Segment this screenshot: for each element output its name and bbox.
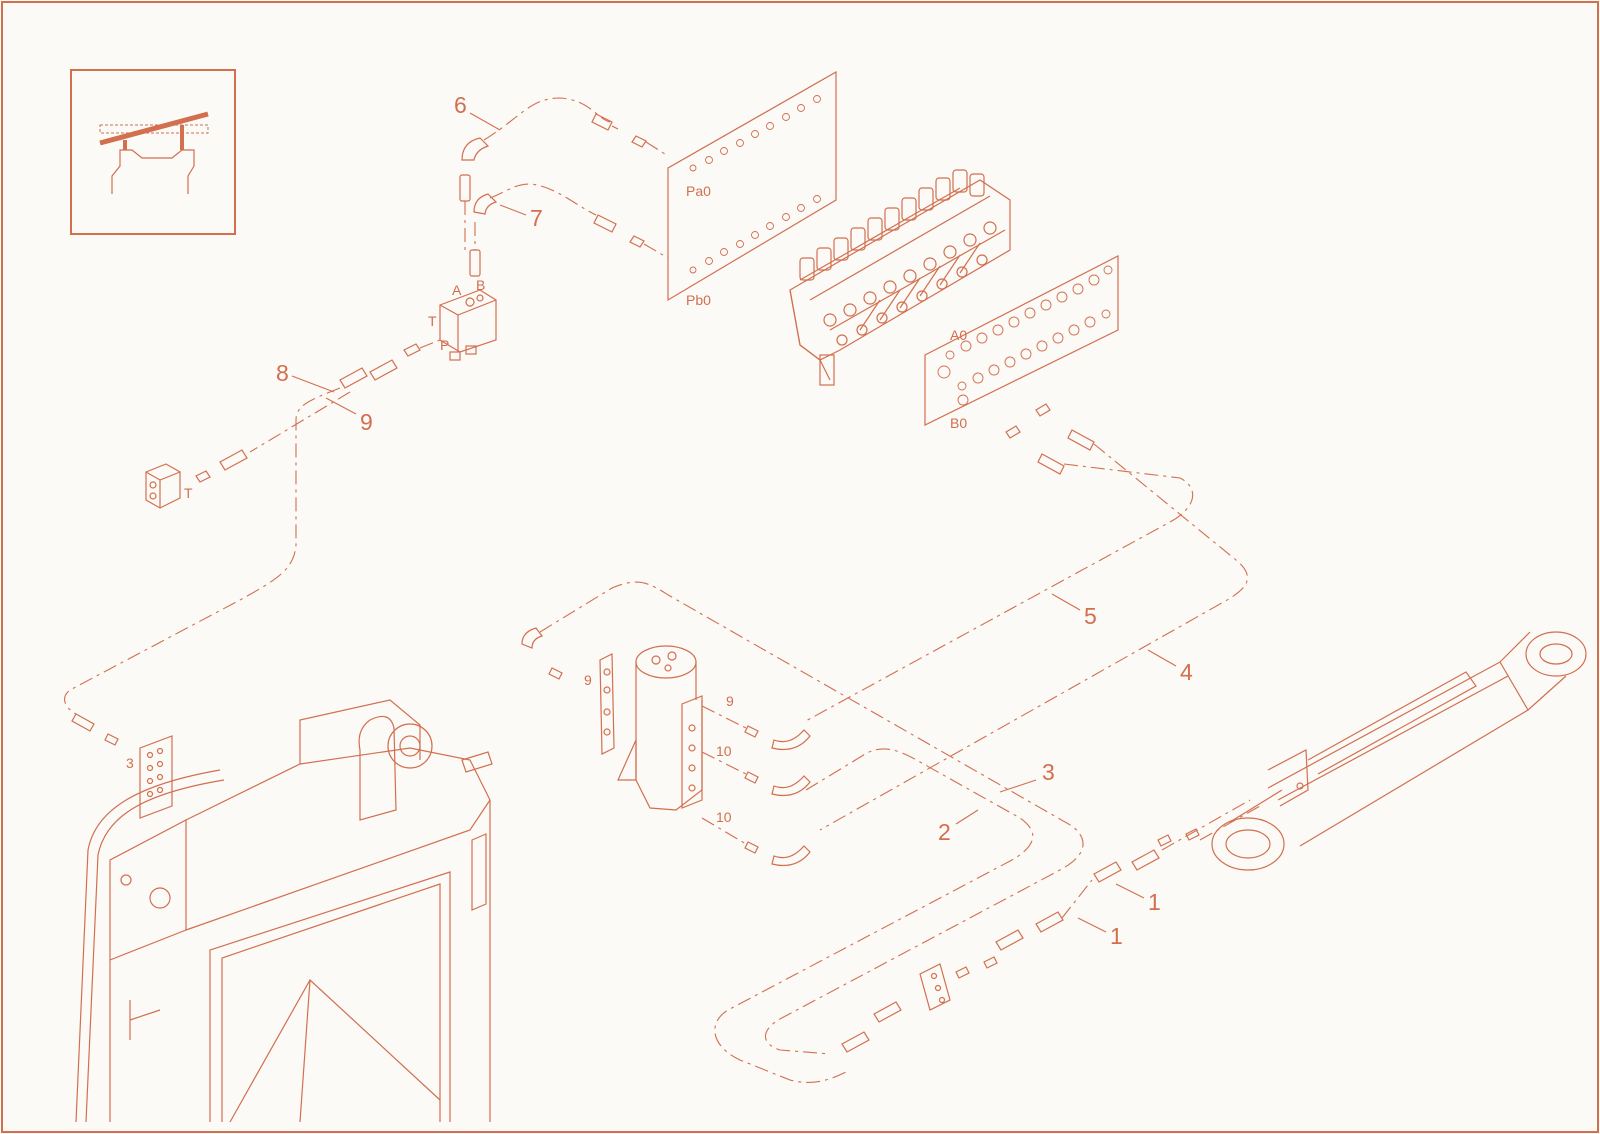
label-plate-3: 3	[126, 755, 134, 771]
label-port-b: B	[476, 277, 485, 293]
control-valve-block	[789, 169, 1011, 386]
label-3: 3	[1042, 759, 1055, 785]
pilot-fittings	[459, 137, 498, 277]
hose-9	[249, 391, 351, 453]
label-1b: 1	[1110, 923, 1123, 949]
machine-frame	[75, 699, 493, 1123]
hose-3	[539, 581, 1084, 1055]
port-plate-3	[71, 713, 173, 819]
label-8: 8	[276, 360, 289, 386]
panel-holes-upper	[689, 95, 821, 274]
label-1a: 1	[1148, 889, 1161, 915]
label-5: 5	[1084, 603, 1097, 629]
label-pb0: Pb0	[686, 292, 711, 308]
machine-arm-icon	[70, 69, 236, 235]
label-a0: A0	[950, 327, 967, 343]
label-9: 9	[360, 409, 373, 435]
hose-7	[489, 183, 597, 216]
label-6: 6	[454, 92, 467, 118]
hose-8	[64, 387, 341, 715]
label-b0: B0	[950, 415, 967, 431]
swivel-joint	[617, 645, 703, 811]
hose-6	[483, 97, 611, 141]
hose-5	[803, 463, 1194, 723]
label-plate-9: 9	[584, 672, 592, 688]
label-4: 4	[1180, 659, 1193, 685]
hose-8-9-fittings	[195, 339, 441, 483]
lower-bracket-fittings	[841, 799, 1261, 1053]
port-plate-9	[521, 627, 615, 755]
hose-2	[714, 748, 1034, 1083]
label-2: 2	[938, 819, 951, 845]
swivel-elbows	[701, 705, 811, 867]
label-port-t: T	[428, 313, 437, 329]
hydraulic-cylinder	[1211, 631, 1587, 871]
label-swivel-9: 9	[726, 693, 734, 709]
label-swivel-10b: 10	[716, 809, 732, 825]
hose-4	[819, 443, 1248, 831]
label-port-p: P	[440, 337, 449, 353]
label-pa0: Pa0	[686, 183, 711, 199]
label-7: 7	[530, 205, 543, 231]
label-port-a: A	[452, 282, 462, 298]
port-panel-pa0-pb0	[667, 70, 837, 302]
label-tank-t: T	[184, 485, 193, 501]
label-swivel-10a: 10	[716, 743, 732, 759]
a0-b0-fittings	[1005, 403, 1095, 475]
port-panel-a0-b0	[924, 255, 1119, 426]
hose-6-fittings	[591, 113, 669, 259]
tank-block	[145, 463, 181, 509]
